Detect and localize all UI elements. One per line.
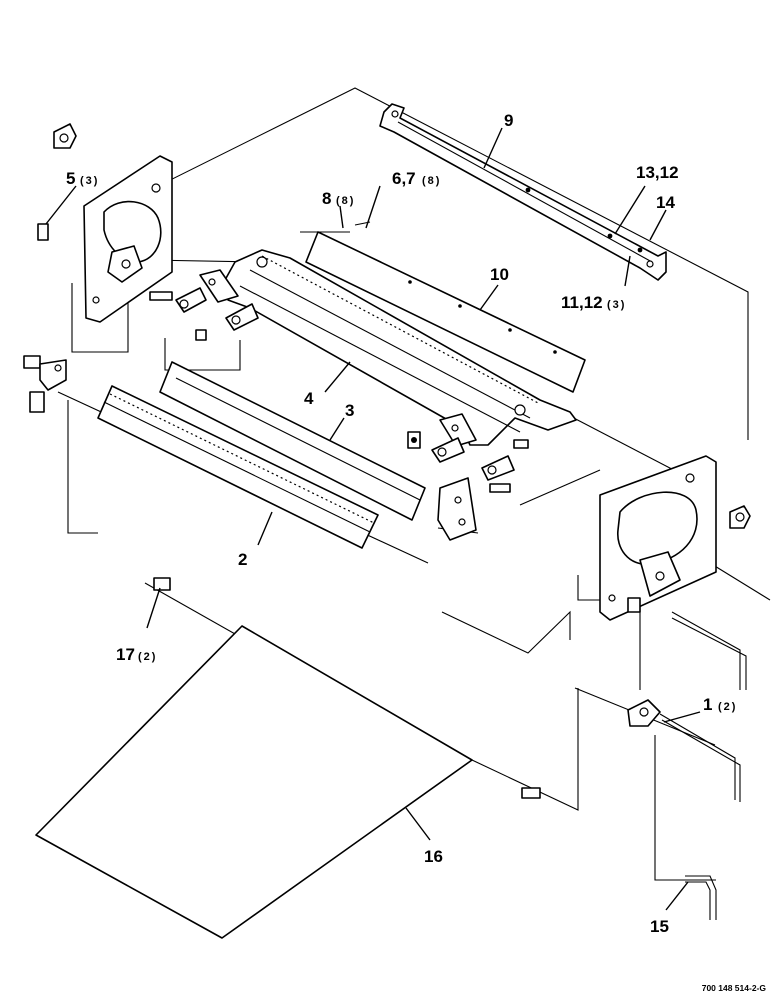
part-2-tube [97, 385, 379, 549]
svg-text:11,12: 11,12 [561, 293, 603, 312]
svg-text:2: 2 [238, 550, 247, 569]
left-side-plate [37, 123, 173, 323]
callout-13-12: 13,12 [636, 163, 679, 182]
callout-11-12: 11,12 (3) [561, 293, 626, 312]
callout-14: 14 [656, 193, 675, 212]
part-9-support-bar [379, 103, 667, 281]
part-17-pins [153, 577, 541, 799]
right-side-plate [599, 455, 751, 621]
svg-text:9: 9 [504, 111, 513, 130]
svg-text:4: 4 [304, 389, 314, 408]
svg-text:(2): (2) [718, 701, 737, 713]
part-4-beam [199, 249, 577, 447]
hardware-left-links [149, 287, 259, 341]
callout-10: 10 [490, 265, 509, 284]
svg-text:(3): (3) [607, 299, 626, 311]
svg-text:13,12: 13,12 [636, 163, 679, 182]
callout-1: 1 (2) [703, 695, 737, 714]
part-16-panel [35, 625, 473, 939]
svg-text:17: 17 [116, 645, 135, 664]
callout-8: 8 (8) [322, 189, 355, 208]
svg-text:(3): (3) [80, 175, 99, 187]
hardware-right-links [407, 431, 529, 493]
callout-15: 15 [650, 917, 669, 936]
callout-6-7: 6,7 (8) [392, 169, 441, 188]
svg-text:14: 14 [656, 193, 675, 212]
part-15-rod [685, 875, 717, 920]
leader-lines [45, 127, 701, 911]
callout-9: 9 [504, 111, 513, 130]
svg-text:(8): (8) [336, 195, 355, 207]
document-number: 700 148 514-2-G [702, 983, 767, 993]
left-small-bracket [23, 355, 67, 413]
svg-text:8: 8 [322, 189, 331, 208]
part-3-shield [159, 361, 426, 521]
svg-text:10: 10 [490, 265, 509, 284]
hardware-right-bracket [437, 477, 477, 541]
svg-text:6,7: 6,7 [392, 169, 416, 188]
part-10-strip-plate [305, 231, 586, 393]
callout-4: 4 [304, 389, 314, 408]
callout-5: 5 (3) [66, 169, 99, 188]
part-1-rods [627, 611, 747, 802]
svg-text:(2): (2) [138, 651, 157, 663]
svg-text:3: 3 [345, 401, 354, 420]
callout-2: 2 [238, 550, 247, 569]
svg-text:5: 5 [66, 169, 75, 188]
callout-16: 16 [424, 847, 443, 866]
callout-17: 17 (2) [116, 645, 157, 664]
svg-text:(8): (8) [422, 175, 441, 187]
callout-3: 3 [345, 401, 354, 420]
svg-text:1: 1 [703, 695, 712, 714]
svg-text:16: 16 [424, 847, 443, 866]
svg-text:15: 15 [650, 917, 669, 936]
